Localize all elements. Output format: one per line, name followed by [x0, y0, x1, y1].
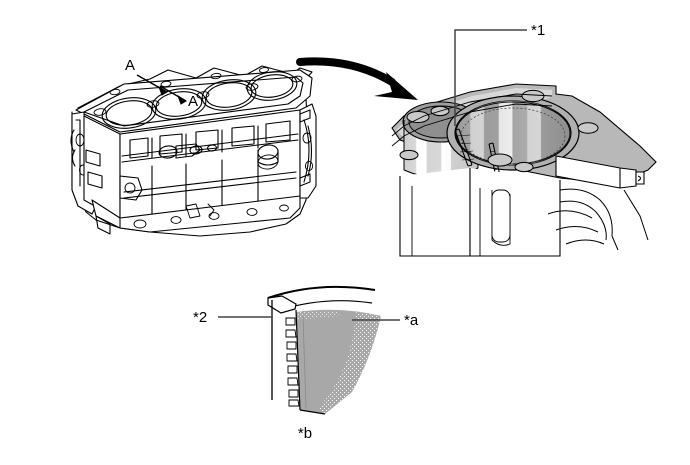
- detail-callout-arrow: [296, 57, 418, 100]
- callout-b-label: *b: [298, 425, 312, 442]
- bore-wall-cross-section: [267, 285, 381, 415]
- honed-surface-teeth: [285, 317, 300, 407]
- section-bottom-edge: [299, 409, 326, 415]
- view-a-upper-arrowhead: [158, 85, 168, 96]
- callout-a-label: *a: [404, 312, 419, 329]
- section-inner-shade: [302, 315, 307, 409]
- section-left-edge: [295, 309, 301, 411]
- callout-1-group: *1: [454, 22, 545, 126]
- callout-1-label: *1: [531, 22, 545, 39]
- detail-callout-arrowhead: [374, 72, 418, 100]
- head-bolt-bosses: [93, 67, 303, 116]
- callout-b-group: *b: [298, 425, 312, 442]
- view-a-lower-arrowhead: [177, 94, 187, 105]
- callout-a-group: *a: [352, 312, 419, 329]
- cylinder-bore-detail: [391, 83, 657, 257]
- callout-2-group: *2: [193, 309, 272, 326]
- view-label-a-lower: A: [188, 93, 198, 110]
- right-cylinder-bore: [446, 95, 580, 171]
- cylinder-block-isometric: [70, 65, 317, 237]
- view-label-a-upper: A: [125, 57, 135, 74]
- bore-wall-top-face: [267, 295, 297, 314]
- callout-2-label: *2: [193, 309, 207, 326]
- view-label-a-upper-group: A: [125, 57, 168, 96]
- view-label-a-lower-group: A: [159, 85, 198, 110]
- bore-rim-outer-arc: [267, 285, 376, 299]
- callout-1-leader: [454, 29, 527, 126]
